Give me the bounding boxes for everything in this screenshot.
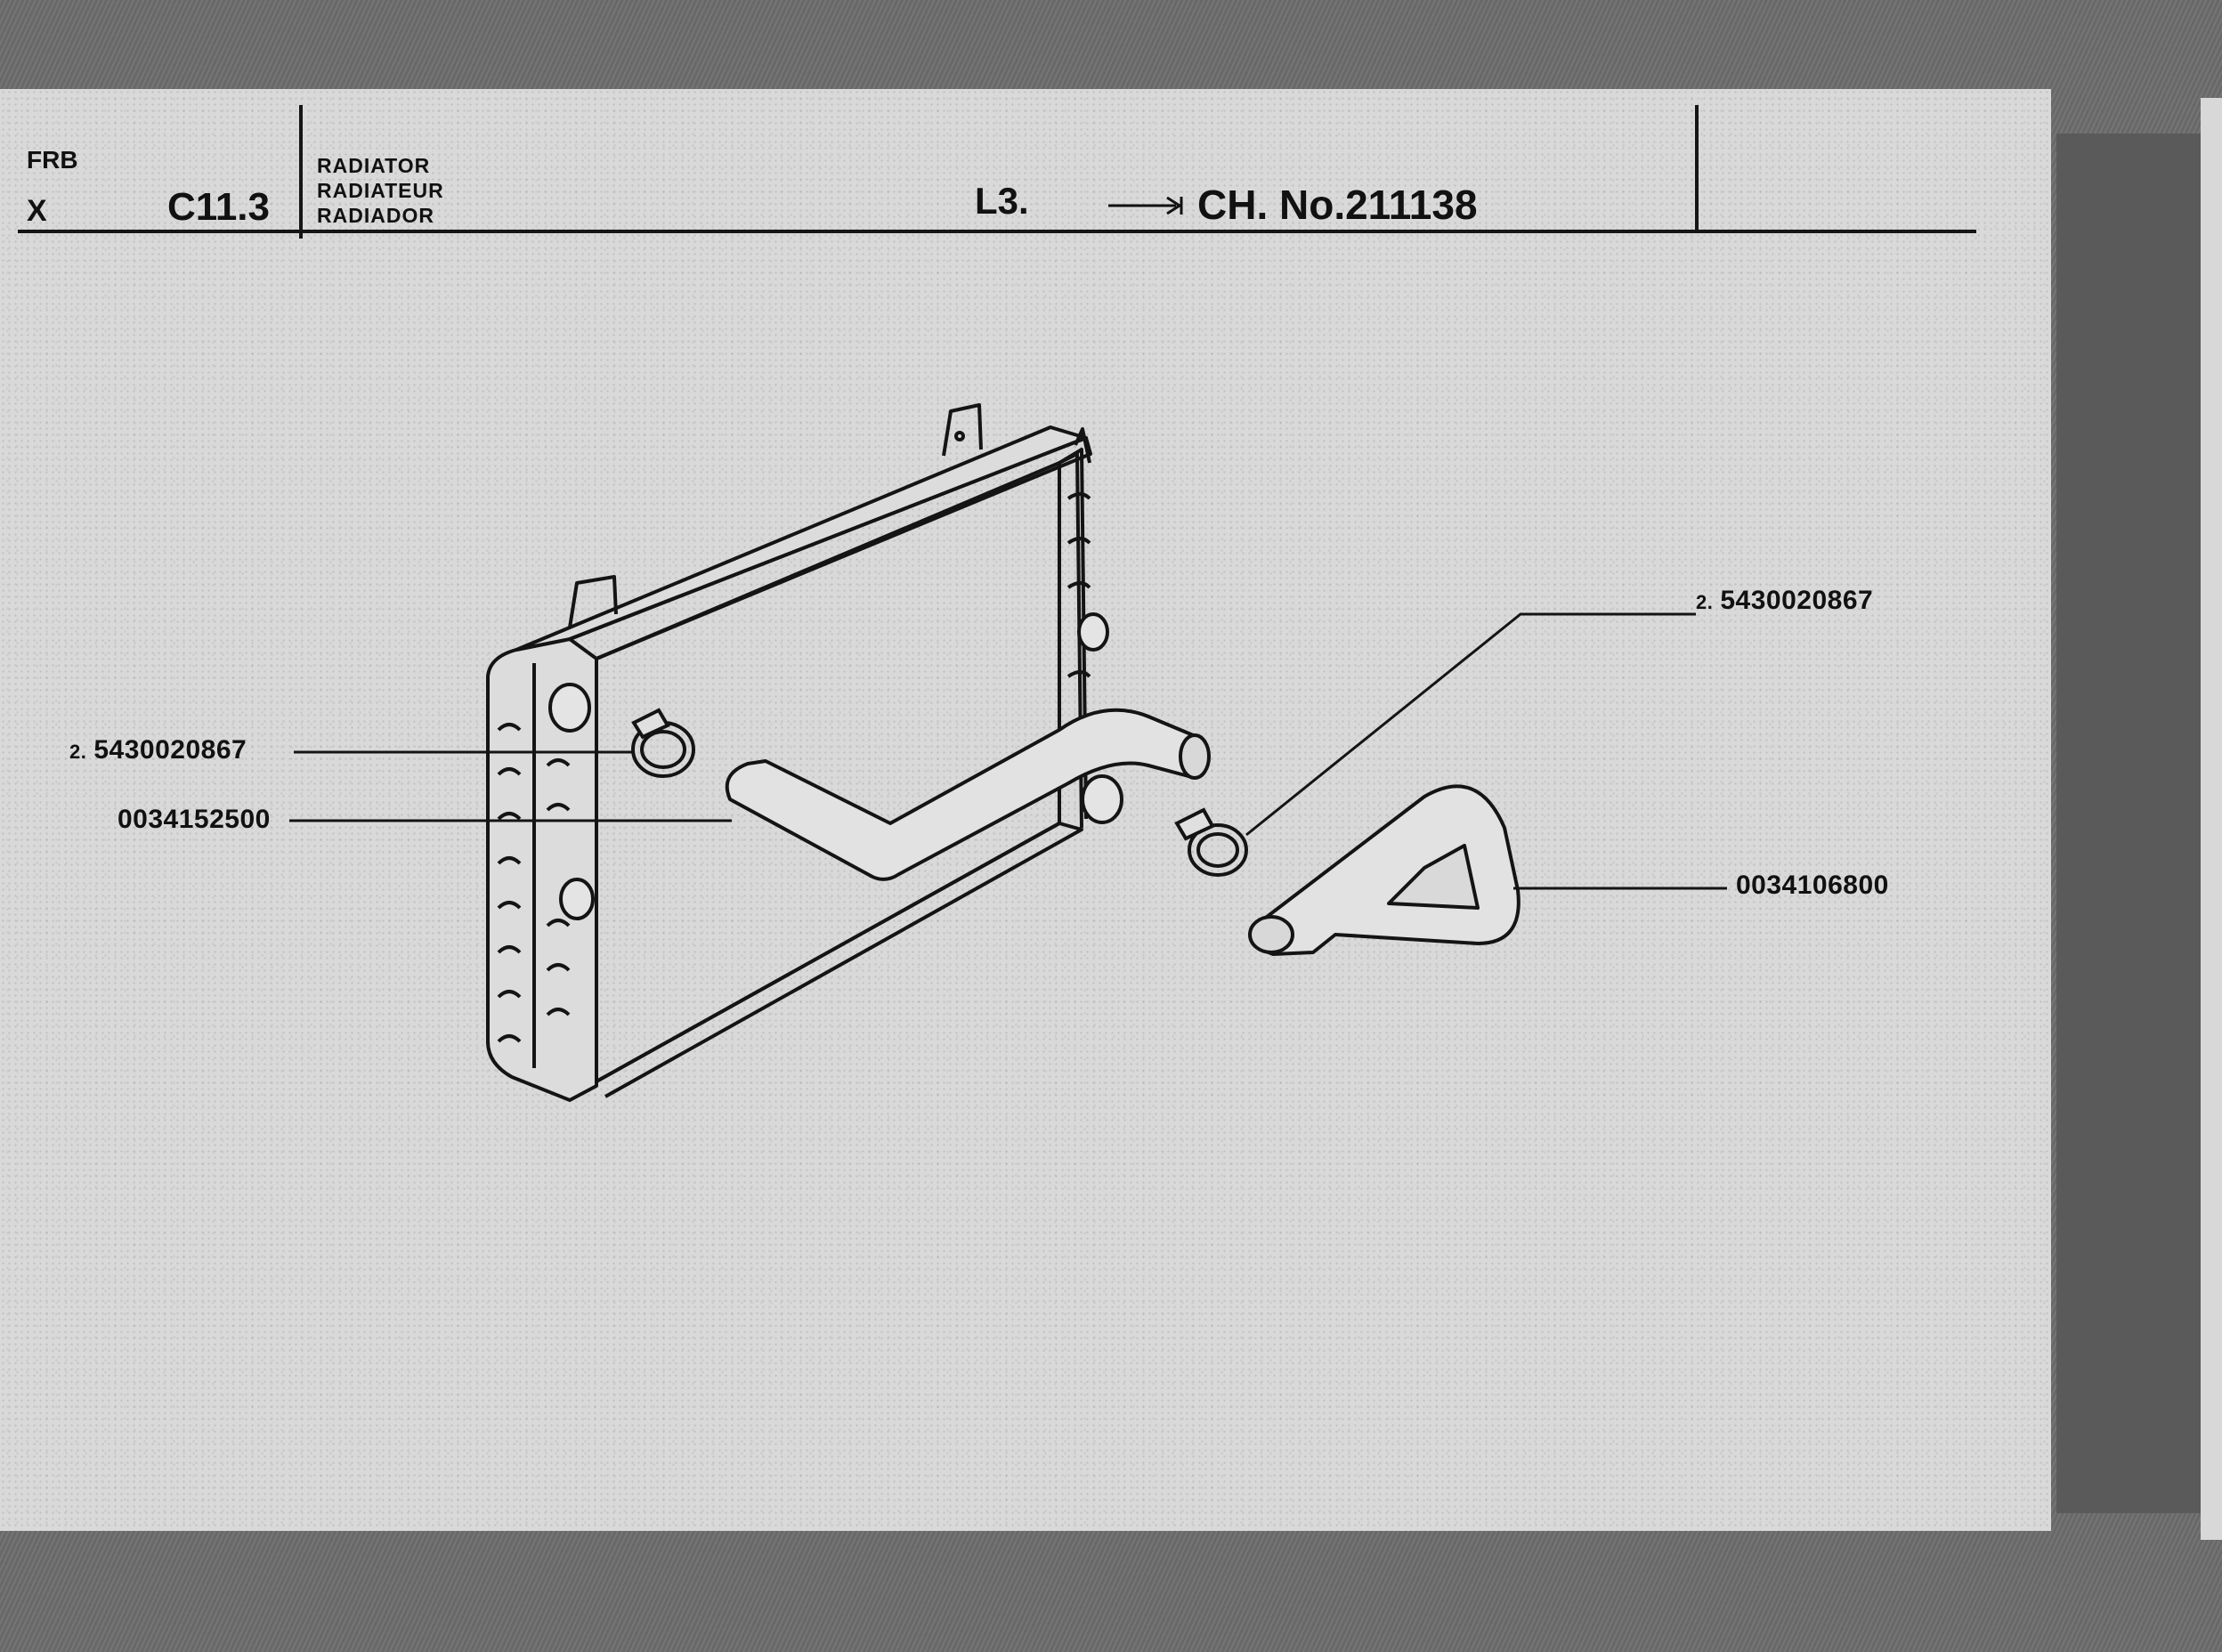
radiator-icon [486, 403, 1123, 1102]
title-fr: RADIATEUR [317, 179, 444, 202]
lower-hose-icon [1248, 784, 1521, 956]
chassis-number: CH. No.211138 [1197, 182, 1478, 228]
upper-hose-icon [725, 708, 1211, 881]
catalog-sheet [0, 89, 2051, 1531]
title-es: RADIADOR [317, 204, 434, 227]
callout-upper-hose: 0034152500 [110, 805, 271, 835]
language-code-top: FRB [27, 146, 78, 174]
language-code-bottom: X [27, 194, 47, 228]
arrow-right-icon [1108, 196, 1183, 215]
header-divider-left [299, 105, 303, 239]
callout-part-number: 0034152500 [118, 805, 271, 834]
callout-part-number: 0034106800 [1736, 871, 1889, 900]
section-code: C11.3 [167, 185, 270, 229]
header-rule [18, 230, 1976, 233]
callout-lower-hose: 0034106800 [1729, 871, 1889, 901]
adjacent-page [2201, 98, 2222, 1540]
callout-clamp-left: 2. 5430020867 [69, 735, 247, 765]
callout-qty: 2. [1696, 591, 1714, 613]
model-code: L3. [975, 180, 1029, 222]
leader-lines [289, 612, 1727, 890]
callout-qty: 2. [69, 741, 87, 763]
adjacent-page-shadow [2056, 134, 2222, 1513]
title-en: RADIATOR [317, 154, 431, 177]
hose-clamp-icon [631, 708, 1248, 877]
header-divider-right [1695, 105, 1699, 230]
callout-part-number: 5430020867 [1720, 586, 1874, 615]
callout-clamp-right: 2. 5430020867 [1696, 586, 1873, 616]
callout-part-number: 5430020867 [93, 735, 247, 765]
section-titles: RADIATOR RADIATEUR RADIADOR [317, 153, 444, 228]
